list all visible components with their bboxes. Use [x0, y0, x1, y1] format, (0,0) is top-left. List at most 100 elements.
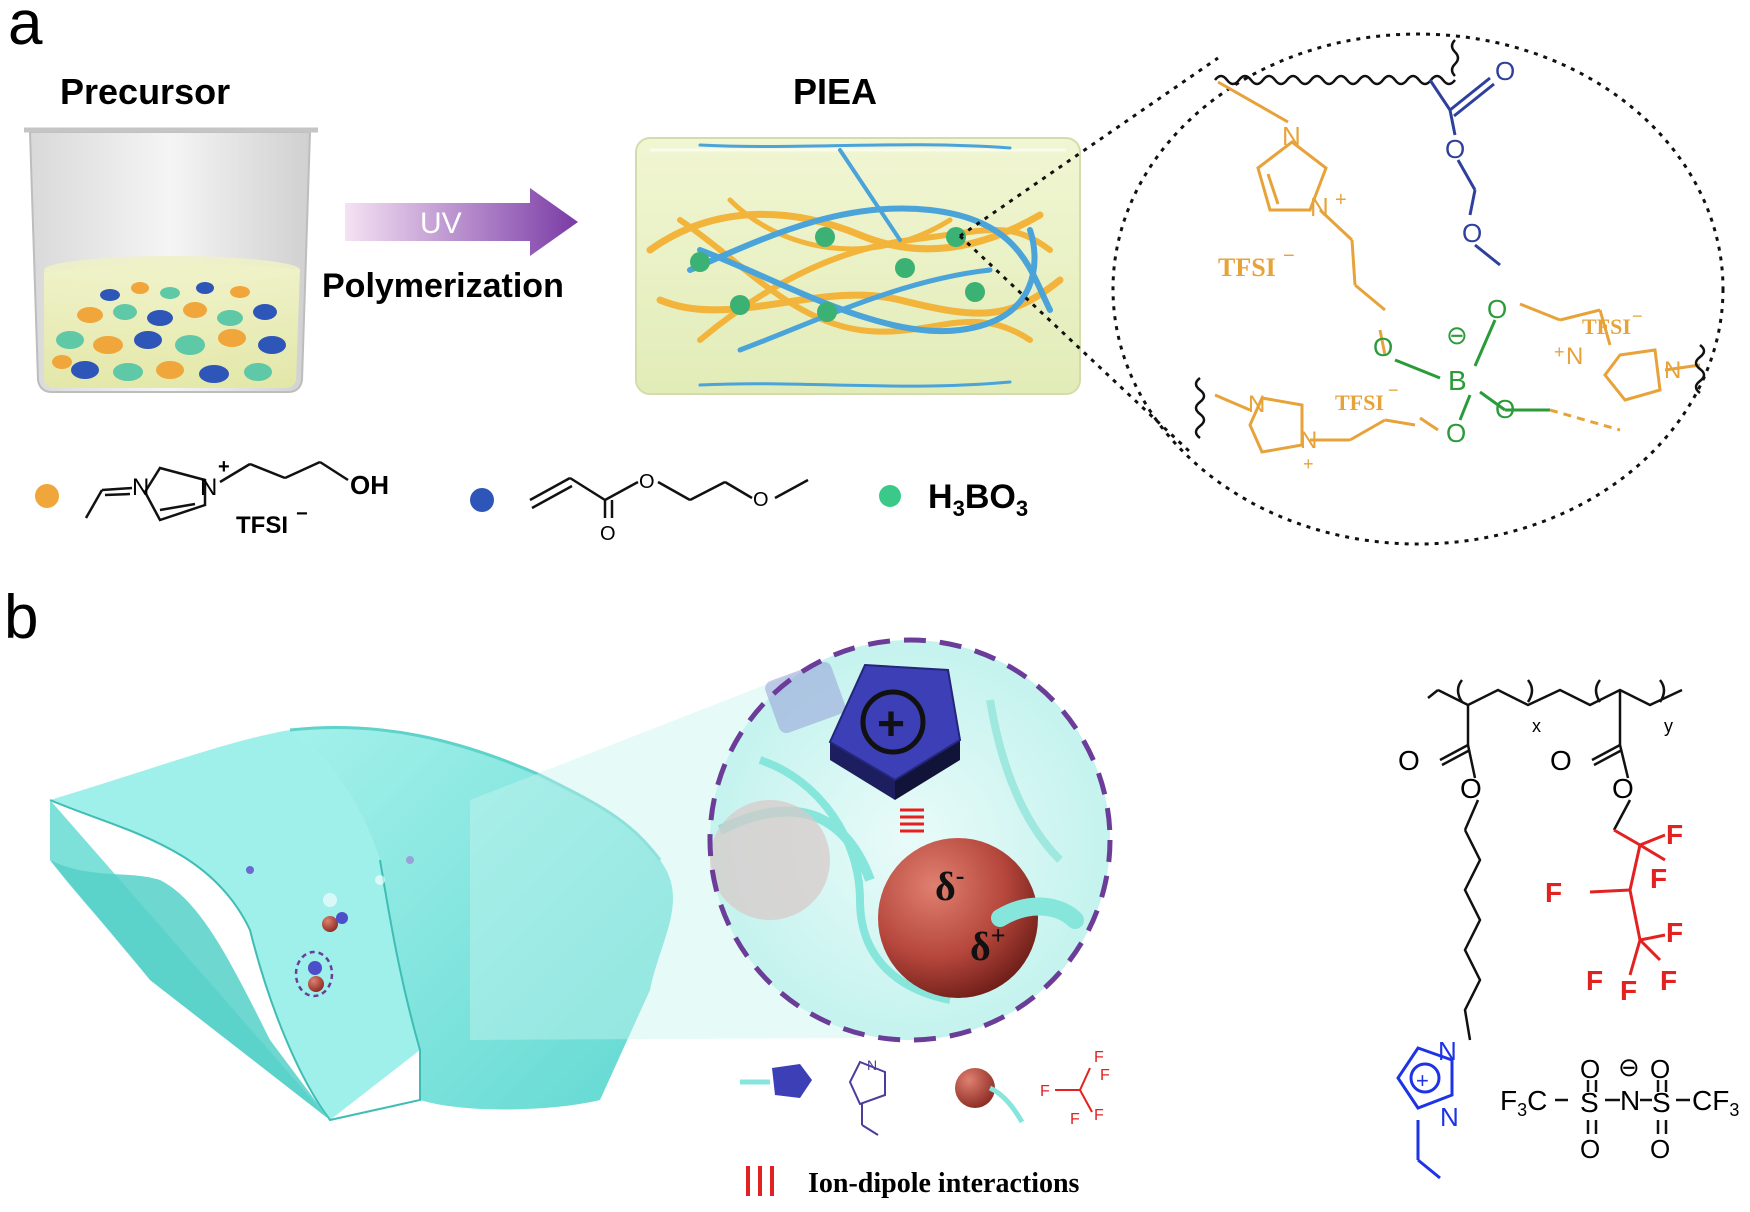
structure-f-3: F	[1545, 877, 1562, 908]
zoom-o-right: O	[1487, 294, 1507, 324]
structure-o-s2-bottom: O	[1650, 1134, 1670, 1164]
panel-a-label: a	[8, 0, 43, 58]
precursor-title: Precursor	[60, 71, 230, 112]
legend-plus: +	[218, 456, 230, 478]
zoom-o-carbonyl: O	[1495, 56, 1515, 86]
structure-f-4: F	[1666, 917, 1683, 948]
legend-tfsi: TFSI	[236, 512, 288, 539]
zoom-boron: B	[1448, 365, 1467, 396]
slab-highlight-ring	[294, 950, 334, 998]
structure-f-6: F	[1586, 965, 1603, 996]
copolymer-structure: x y O O O O F F F F F F F	[1396, 679, 1739, 1180]
zoom-o-bottom-right: O	[1495, 394, 1515, 424]
boric-acid-crosslinks	[690, 227, 985, 322]
ion-dipole-legend-mark	[746, 1166, 774, 1196]
structure-f-7: F	[1620, 975, 1637, 1006]
slab-ion-cluster	[294, 912, 348, 998]
legend-tfsi-charge: −	[296, 503, 308, 525]
structure-s-right: S	[1652, 1087, 1671, 1118]
legend-n-1: N	[132, 474, 149, 501]
polymer-network	[646, 143, 1064, 388]
legend-n-2: N	[200, 474, 217, 501]
uv-label: UV	[420, 207, 462, 240]
zoom-n-plus-right: N	[1566, 343, 1583, 370]
cation-plus-symbol: +	[877, 698, 905, 751]
legend-imidazolium-icon	[848, 1060, 886, 1136]
ion-dipole-bond	[900, 808, 924, 833]
panel-b-legend: N F F F F F Ion-dipole interactions	[740, 1049, 1110, 1199]
zoom-structure: O O O N N + TFSI − O O O O B ⊖	[1194, 39, 1706, 474]
panel-b-label: b	[4, 583, 38, 652]
legend-dot-green	[879, 485, 901, 507]
zoom-tfsi-3: TFSI	[1335, 390, 1384, 415]
legend-fluoro-f5: F	[1070, 1111, 1080, 1128]
zoom-plus-right: +	[1554, 342, 1565, 362]
zoom-n-plus-left: N	[1300, 427, 1317, 454]
structure-y: y	[1664, 716, 1673, 736]
structure-x: x	[1532, 716, 1541, 736]
legend-boric-acid: H3BO3	[928, 478, 1028, 521]
ionic-liquid-monomer	[84, 460, 349, 522]
zoom-n-top: N	[1282, 121, 1301, 151]
structure-n-bottom: N	[1440, 1102, 1459, 1132]
structure-o-s1-top: O	[1580, 1054, 1600, 1084]
zoom-tfsi-1: TFSI	[1218, 253, 1276, 282]
zoom-callout-a	[958, 32, 1725, 546]
zoom-tfsi-2: TFSI	[1582, 314, 1631, 339]
zoom-o-ester: O	[1445, 134, 1465, 164]
delta-minus: δ-	[935, 861, 964, 909]
zoom-n-plus-top: N	[1310, 192, 1329, 222]
legend-fluoro-f4: F	[1094, 1107, 1104, 1124]
polymerization-label: Polymerization	[322, 267, 564, 305]
electrolyte-slab	[49, 725, 673, 1122]
structure-anion-charge: ⊖	[1618, 1052, 1640, 1082]
zoom-tfsi-1-charge: −	[1283, 245, 1295, 267]
structure-s-left: S	[1580, 1087, 1599, 1118]
legend-pentagon-icon	[772, 1064, 812, 1098]
legend-oh: OH	[350, 470, 389, 500]
structure-o-2b: O	[1612, 773, 1634, 804]
structure-f-1: F	[1666, 819, 1683, 850]
structure-o-s1-bottom: O	[1580, 1134, 1600, 1164]
dipole-sphere: δ- δ+	[878, 838, 1084, 998]
structure-f-2: F	[1650, 863, 1667, 894]
structure-o-1b: O	[1460, 773, 1482, 804]
acrylate-monomer	[529, 476, 809, 518]
legend-o-ether: O	[753, 489, 769, 511]
legend-sphere-icon	[955, 1068, 995, 1108]
zoom-o-bottom-left: O	[1446, 418, 1466, 448]
zoom-o-left: O	[1373, 332, 1393, 362]
structure-o-1a: O	[1398, 745, 1420, 776]
zoom-tfsi-3-charge: −	[1388, 380, 1399, 400]
legend-fluoro-icon	[1055, 1067, 1093, 1113]
zoom-n-left: N	[1248, 391, 1265, 418]
structure-f-5: F	[1660, 965, 1677, 996]
precursor-monomer-dots	[52, 282, 286, 383]
legend-o-carbonyl: O	[600, 523, 616, 545]
legend-dot-orange	[35, 484, 59, 508]
backbone-wave-top	[1214, 74, 1456, 86]
structure-cf3-left: F3C	[1500, 1085, 1547, 1120]
cation-pentagon: +	[828, 663, 962, 800]
zoom-borate-charge: ⊖	[1446, 320, 1468, 350]
legend-fluoro-f1: F	[1040, 1083, 1050, 1100]
legend-dot-blue	[470, 488, 494, 512]
zoom-n-right: N	[1664, 357, 1681, 384]
ion-dipole-caption: Ion-dipole interactions	[808, 1168, 1080, 1199]
zoom-plus-top: +	[1335, 189, 1347, 211]
zoom-o-ether: O	[1462, 218, 1482, 248]
delta-plus: δ+	[970, 921, 1006, 969]
legend-fluoro-f2: F	[1094, 1049, 1104, 1066]
legend-o-ester: O	[639, 471, 655, 493]
monomer-legend: N N + OH TFSI − O O O H3BO3	[35, 456, 1028, 545]
structure-cf3-right: CF3	[1692, 1085, 1739, 1120]
piea-title: PIEA	[793, 71, 877, 112]
zoom-tfsi-2-charge: −	[1632, 306, 1643, 326]
zoom-plus-left: +	[1303, 454, 1314, 474]
structure-o-s2-top: O	[1650, 1054, 1670, 1084]
uv-arrow: UV	[345, 188, 578, 256]
structure-n-top: N	[1438, 1036, 1457, 1066]
legend-imidazolium-n: N	[867, 1057, 877, 1073]
structure-n-anion: N	[1620, 1085, 1640, 1116]
